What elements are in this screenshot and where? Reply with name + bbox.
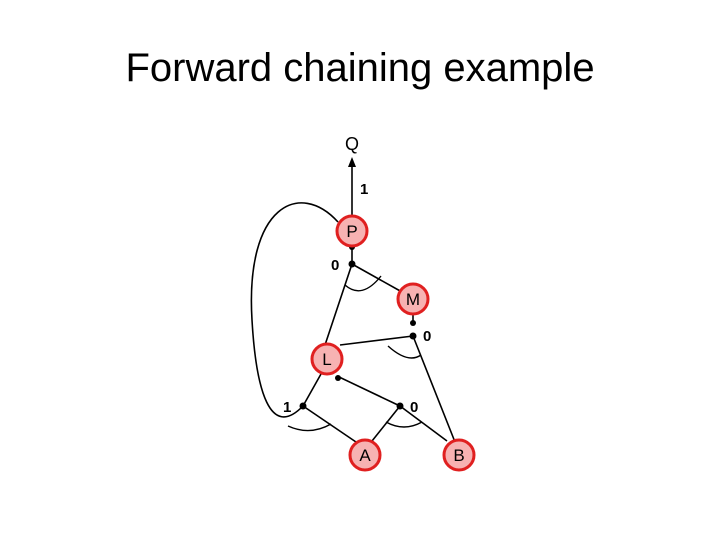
junction-dot-l-entry: [335, 375, 341, 381]
node-m: M: [396, 282, 430, 316]
edge-l-to-m-junction: [339, 335, 414, 346]
node-l-circle: [310, 342, 344, 376]
junction-dot-l-left-rule: [299, 402, 307, 410]
slide-title: Forward chaining example: [125, 46, 595, 90]
count-p-rule: 0: [331, 257, 339, 274]
and-arc-l-left: [287, 423, 332, 432]
edges: [250, 157, 456, 443]
node-a-label: A: [359, 446, 371, 465]
node-a-circle: [348, 438, 382, 472]
node-p-circle: [335, 214, 369, 248]
edge-l-to-p-junction: [324, 263, 353, 346]
edge-a-to-l-right-junction: [371, 405, 401, 442]
edge-l-left-junction-to-l: [302, 373, 322, 407]
and-arc-p: [344, 275, 382, 292]
count-l-rule-left: 1: [283, 399, 291, 416]
edge-l-right-junction-to-l: [336, 375, 401, 407]
node-q-label: Q: [345, 134, 359, 154]
junction-dot-m-rule: [409, 332, 417, 340]
and-arc-l-right: [385, 421, 423, 428]
node-p: P: [335, 214, 369, 248]
count-l-rule-right: 0: [410, 399, 418, 416]
conjunction-arcs: [287, 275, 423, 432]
node-p-label: P: [346, 222, 357, 241]
node-b: B: [442, 438, 476, 472]
node-l-label: L: [322, 350, 331, 369]
edge-b-to-l-right-junction: [399, 405, 448, 442]
node-m-label: M: [406, 290, 420, 309]
node-l: L: [310, 342, 344, 376]
edge-b-to-m-junction: [412, 335, 456, 443]
node-b-label: B: [453, 446, 464, 465]
and-arc-m: [387, 345, 422, 359]
count-q-rule: 1: [360, 181, 368, 198]
edge-a-to-l-left-junction: [302, 405, 357, 443]
junction-dots: [299, 244, 417, 410]
junction-dot-m-entry: [410, 320, 416, 326]
junction-dot-p-rule: [348, 260, 356, 268]
node-m-circle: [396, 282, 430, 316]
count-m-rule: 0: [423, 328, 431, 345]
junction-dot-l-right-rule: [396, 402, 404, 410]
edge-p-loop-to-l-left-junction: [250, 202, 339, 418]
edge-m-to-p-junction: [351, 263, 403, 293]
node-b-circle: [442, 438, 476, 472]
node-a: A: [348, 438, 382, 472]
